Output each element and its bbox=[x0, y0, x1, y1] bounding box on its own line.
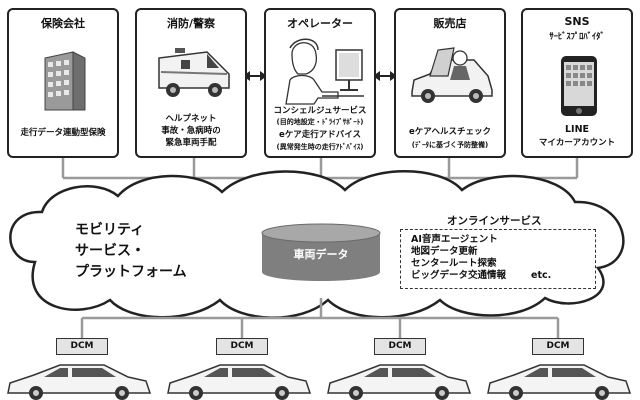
platform-line: サービス・ bbox=[75, 243, 145, 259]
car-icon bbox=[487, 364, 632, 400]
car-icon bbox=[327, 364, 472, 400]
partner-title: 販売店 bbox=[433, 17, 467, 30]
office-building-icon bbox=[44, 51, 86, 111]
partner-title: オペレーター bbox=[287, 17, 353, 30]
partner-caption: 走行データ連動型保険 bbox=[20, 128, 106, 138]
ambulance-icon bbox=[158, 48, 230, 97]
partner-subtitle: ｻｰﾋﾞｽﾌﾟﾛﾊﾞｲﾀﾞ bbox=[549, 32, 605, 42]
mechanic-car-icon bbox=[411, 47, 493, 103]
dcm-unit: DCM bbox=[56, 338, 108, 355]
partner-box-dealer: 販売店 eケアヘルスチェック (ﾃﾞｰﾀに基づく予防整備) bbox=[394, 8, 506, 158]
online-service-item: センタールート探索 bbox=[411, 258, 497, 269]
dcm-unit: DCM bbox=[532, 338, 584, 355]
partner-caption: マイカーアカウント bbox=[538, 138, 616, 148]
dcm-unit: DCM bbox=[374, 338, 426, 355]
partner-title: 保険会社 bbox=[41, 17, 85, 30]
car-icon bbox=[167, 364, 312, 400]
vehicle-connectors bbox=[80, 298, 560, 338]
partner-caption-small: (ﾃﾞｰﾀに基づく予防整備) bbox=[411, 141, 489, 149]
car-icon bbox=[7, 364, 152, 400]
platform-label: モビリティ サービス・ プラットフォーム bbox=[75, 220, 187, 283]
partner-caption-small: (異常発生時の走行ｱﾄﾞﾊﾞｲｽ) bbox=[276, 143, 364, 151]
partner-title: SNS bbox=[564, 15, 590, 28]
online-service-item: AI音声エージェント bbox=[411, 234, 498, 245]
partner-caption-small: (目的地設定・ﾄﾞﾗｲﾌﾞｻﾎﾟｰﾄ) bbox=[276, 118, 364, 126]
partner-box-insurance: 保険会社 走行データ連動型保険 bbox=[7, 8, 119, 158]
online-services-box: AI音声エージェント 地図データ更新 センタールート探索 ビッグデータ交通情報 … bbox=[400, 229, 596, 289]
platform-line: プラットフォーム bbox=[75, 264, 187, 280]
database-cylinder-icon bbox=[261, 223, 381, 281]
partner-caption: eケアヘルスチェック bbox=[408, 127, 492, 137]
partner-box-fire-police: 消防/警察 ヘルプネット 事故・急病時の 緊急車両手配 bbox=[135, 8, 247, 158]
operator-arrows bbox=[243, 71, 397, 81]
partner-caption: ヘルプネット bbox=[165, 114, 217, 124]
partner-caption: コンシェルジュサービス bbox=[273, 106, 367, 116]
partner-box-operator: オペレーター コンシェルジュサービス (目的地設定・ﾄﾞﾗｲﾌﾞｻﾎﾟｰﾄ) e… bbox=[264, 8, 376, 158]
dcm-unit: DCM bbox=[216, 338, 268, 355]
partner-box-sns: SNS ｻｰﾋﾞｽﾌﾟﾛﾊﾞｲﾀﾞ LINE マイカーアカウント bbox=[521, 8, 633, 158]
online-service-etc: etc. bbox=[531, 270, 552, 281]
partner-caption: eケア走行アドバイス bbox=[278, 130, 361, 140]
partner-caption: 緊急車両手配 bbox=[165, 138, 217, 148]
operator-headset-icon bbox=[285, 38, 364, 105]
online-services-title: オンラインサービス bbox=[447, 215, 542, 227]
online-service-item: ビッグデータ交通情報 bbox=[411, 270, 507, 281]
platform-line: モビリティ bbox=[75, 222, 145, 238]
partner-caption: 事故・急病時の bbox=[161, 126, 221, 136]
partner-title: 消防/警察 bbox=[166, 17, 216, 30]
smartphone-icon bbox=[561, 56, 597, 116]
online-service-item: 地図データ更新 bbox=[411, 246, 478, 257]
database-label: 車両データ bbox=[293, 248, 349, 261]
partner-caption: LINE bbox=[564, 124, 590, 135]
